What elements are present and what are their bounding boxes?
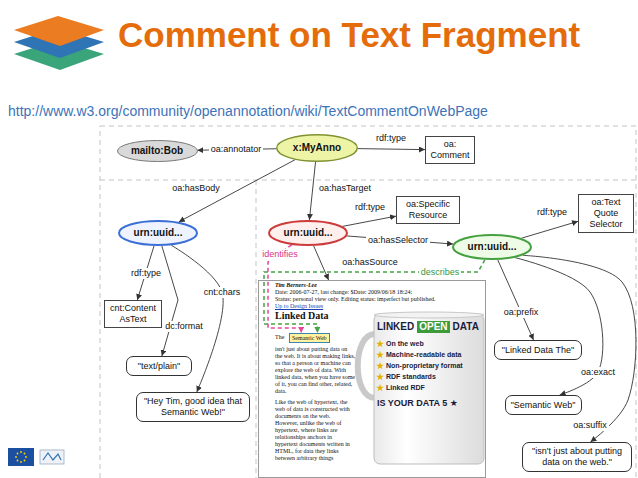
node-label: mailto:Bob [131, 145, 183, 157]
edge-label: rdf:type [535, 207, 569, 218]
node-label: urn:uuid... [468, 241, 517, 253]
mug-text: DATA [453, 321, 479, 333]
node-label: "Linked Data The" [502, 345, 574, 356]
class-box: cnt:Content AsText [104, 300, 162, 328]
mug-text: Non-proprietary format [386, 361, 463, 371]
edge-label: oa:exact [579, 367, 617, 378]
page-text: isn't just about putting data on the web… [275, 346, 355, 395]
slide-title: Comment on Text Fragment [118, 14, 580, 56]
literal-box: "Linked Data The" [494, 340, 582, 360]
edge-label: cnt:chars [202, 287, 243, 298]
mug-text: Linked RDF [386, 383, 425, 393]
source-url: http://www.w3.org/community/openannotati… [8, 103, 488, 120]
edge-label: oa:suffix [571, 420, 608, 431]
node-label: "Hey Tim, good idea that Semantic Web!" [141, 396, 245, 418]
edge-label: oa:annotator [209, 144, 264, 155]
node-label: urn:uuid... [134, 227, 183, 239]
node-label: "Semantic Web" [511, 400, 576, 411]
edge-label: dc:format [163, 321, 205, 332]
relation-arrow [342, 216, 396, 226]
screenshot-ground [258, 280, 486, 478]
ellipse-shape [119, 221, 197, 245]
ellipse-shape [117, 141, 197, 162]
node-label: oa: Comment [429, 139, 471, 161]
funder-logos [8, 448, 64, 466]
web-page-screenshot: Tim Berners-LeeDate: 2006-07-27, last ch… [258, 280, 486, 478]
relation-arrow [264, 260, 485, 333]
literal-box: "Semantic Web" [505, 395, 582, 415]
literal-box: "text/plain" [126, 356, 192, 376]
node-label: x:MyAnno [293, 142, 341, 154]
edge-label: oa:hasBody [170, 183, 222, 194]
literal-box: "isn't just about putting data on the we… [522, 442, 632, 472]
class-box: oa:Specific Resource [396, 196, 460, 224]
relation-arrow [358, 149, 425, 150]
highlighted-text: Semantic Web [289, 333, 330, 343]
relation-arrow [162, 246, 178, 356]
edge-label: describes [419, 267, 462, 278]
target-node: urn:uuid... [268, 220, 348, 246]
edge-label: oa:prefix [502, 307, 541, 318]
page-text: Date: 2006-07-27, last change: $Date: 20… [275, 289, 412, 296]
ellipse-shape [277, 135, 358, 162]
edge-label: oa:hasSelector [366, 235, 430, 246]
relation-arrow [309, 162, 315, 220]
edge-label: rdf:type [374, 133, 408, 144]
class-box: oa: Comment [425, 136, 475, 164]
mug-text: Machine-readable data [386, 350, 461, 360]
mug-text: LINKED [377, 321, 414, 333]
node-label: cnt:Content AsText [108, 303, 158, 325]
edge-label: oa:hasTarget [317, 183, 373, 194]
mug-text: On the web [386, 339, 424, 349]
annotation-node: x:MyAnno [276, 134, 358, 162]
page-text: The [275, 334, 284, 341]
edge-label: identifies [260, 249, 300, 260]
node-label: urn:uuid... [284, 227, 333, 239]
literal-box: "Hey Tim, good idea that Semantic Web!" [136, 392, 250, 422]
mug-text: OPEN [417, 321, 449, 333]
diagram-frame [100, 126, 636, 478]
mug-illustration [358, 312, 484, 464]
layers-logo [14, 16, 104, 70]
ellipse-shape [269, 221, 347, 245]
page-text: Linked Data [275, 310, 329, 321]
page-text: Status: personal view only. Editing stat… [275, 296, 436, 303]
node-label: "isn't just about putting data on the we… [527, 446, 627, 468]
mug-text: IS YOUR DATA 5 ★ [377, 397, 458, 409]
page-text: Up to Design Issues [275, 303, 323, 310]
body-node: urn:uuid... [118, 220, 198, 246]
selector-node: urn:uuid... [452, 234, 532, 260]
page-text: Like the web of hypertext, the web of da… [275, 399, 355, 462]
node-label: "text/plain" [138, 361, 180, 372]
node-label: oa:Specific Resource [400, 199, 456, 221]
ellipse-shape [453, 235, 531, 259]
edge-label: oa:hasSource [340, 257, 400, 268]
mug-text: RDF standards [386, 372, 436, 382]
class-box: oa:Text Quote Selector [578, 194, 634, 233]
page-text: Tim Berners-Lee [275, 282, 317, 289]
relation-arrow [498, 260, 534, 340]
edge-label: rdf:type [129, 268, 163, 279]
node-label: Semantic Web [292, 334, 327, 342]
relation-arrow [521, 221, 578, 238]
edge-label: rdf:type [353, 202, 387, 213]
agent-node: mailto:Bob [117, 140, 198, 162]
relation-arrow [314, 246, 329, 280]
node-label: oa:Text Quote Selector [582, 197, 630, 230]
